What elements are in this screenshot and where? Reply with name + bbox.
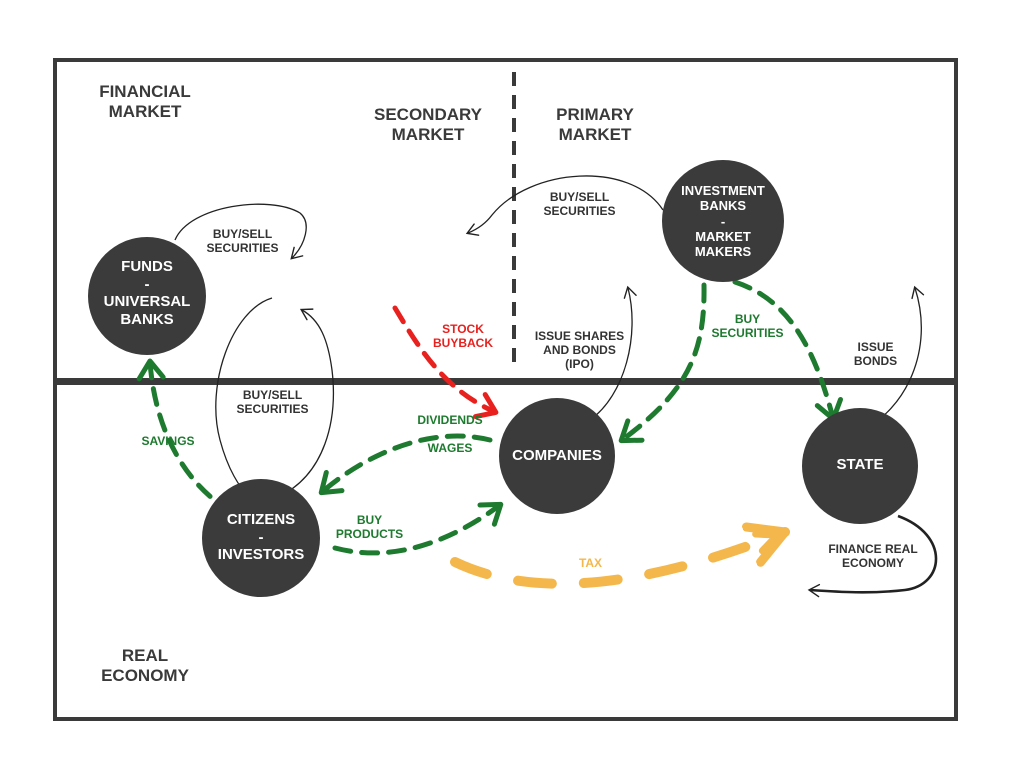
- investment-banks-label: INVESTMENT BANKS - MARKET MAKERS: [681, 183, 765, 260]
- buy-securities-state-arrow: [732, 279, 844, 422]
- funds-label: FUNDS - UNIVERSAL BANKS: [103, 258, 191, 329]
- tax-label: TAX: [578, 556, 603, 570]
- investment-banks-node: [662, 160, 784, 282]
- funds-buy-sell-label: BUY/SELL SECURITIES: [206, 227, 279, 255]
- real-economy-title: REAL ECONOMY: [101, 646, 189, 685]
- buy-securities-companies-arrow: [618, 282, 707, 444]
- primary-buy-sell-arrow: [465, 175, 664, 236]
- funds-buy-sell-arrow: [174, 203, 307, 260]
- savings-arrow: [136, 358, 235, 515]
- citizens-buy-sell-label: BUY/SELL SECURITIES: [236, 388, 309, 416]
- issue-bonds-label: ISSUE BONDS: [853, 340, 898, 368]
- citizens-node: [202, 479, 320, 597]
- stock-buyback-arrow: [392, 305, 499, 420]
- dividends-wages-arrow: [318, 433, 493, 496]
- savings-label: SAVINGS: [141, 434, 195, 448]
- citizens-label: CITIZENS - INVESTORS: [217, 511, 305, 564]
- buy-products-arrow: [332, 501, 504, 556]
- finance-real-economy-arrow: [807, 514, 938, 598]
- citizens-sell-arrow: [215, 297, 273, 497]
- financial-market-frame: [53, 58, 958, 385]
- citizens-buy-arrow: [277, 308, 335, 498]
- buy-products-label: BUY PRODUCTS: [335, 513, 404, 541]
- finance-real-economy-label: FINANCE REAL ECONOMY: [828, 542, 918, 570]
- tax-arrow: [450, 532, 790, 589]
- state-node: [802, 408, 918, 524]
- buy-securities-label: BUY SECURITIES: [711, 312, 784, 340]
- issue-shares-arrow: [589, 285, 637, 421]
- stock-buyback-label: STOCK BUYBACK: [433, 322, 493, 350]
- real-economy-frame: [53, 378, 958, 721]
- secondary-market-title: SECONDARY MARKET: [374, 105, 482, 144]
- companies-label: COMPANIES: [512, 447, 602, 464]
- primary-market-title: PRIMARY MARKET: [556, 105, 634, 144]
- issue-shares-label: ISSUE SHARES AND BONDS (IPO): [534, 329, 625, 371]
- state-label: STATE: [836, 456, 884, 473]
- financial-market-title: FINANCIAL MARKET: [99, 82, 191, 121]
- dividends-wages-label: DIVIDENDS - WAGES: [417, 413, 483, 455]
- primary-buy-sell-label: BUY/SELL SECURITIES: [543, 190, 616, 218]
- funds-node: [88, 237, 206, 355]
- companies-node: [499, 398, 615, 514]
